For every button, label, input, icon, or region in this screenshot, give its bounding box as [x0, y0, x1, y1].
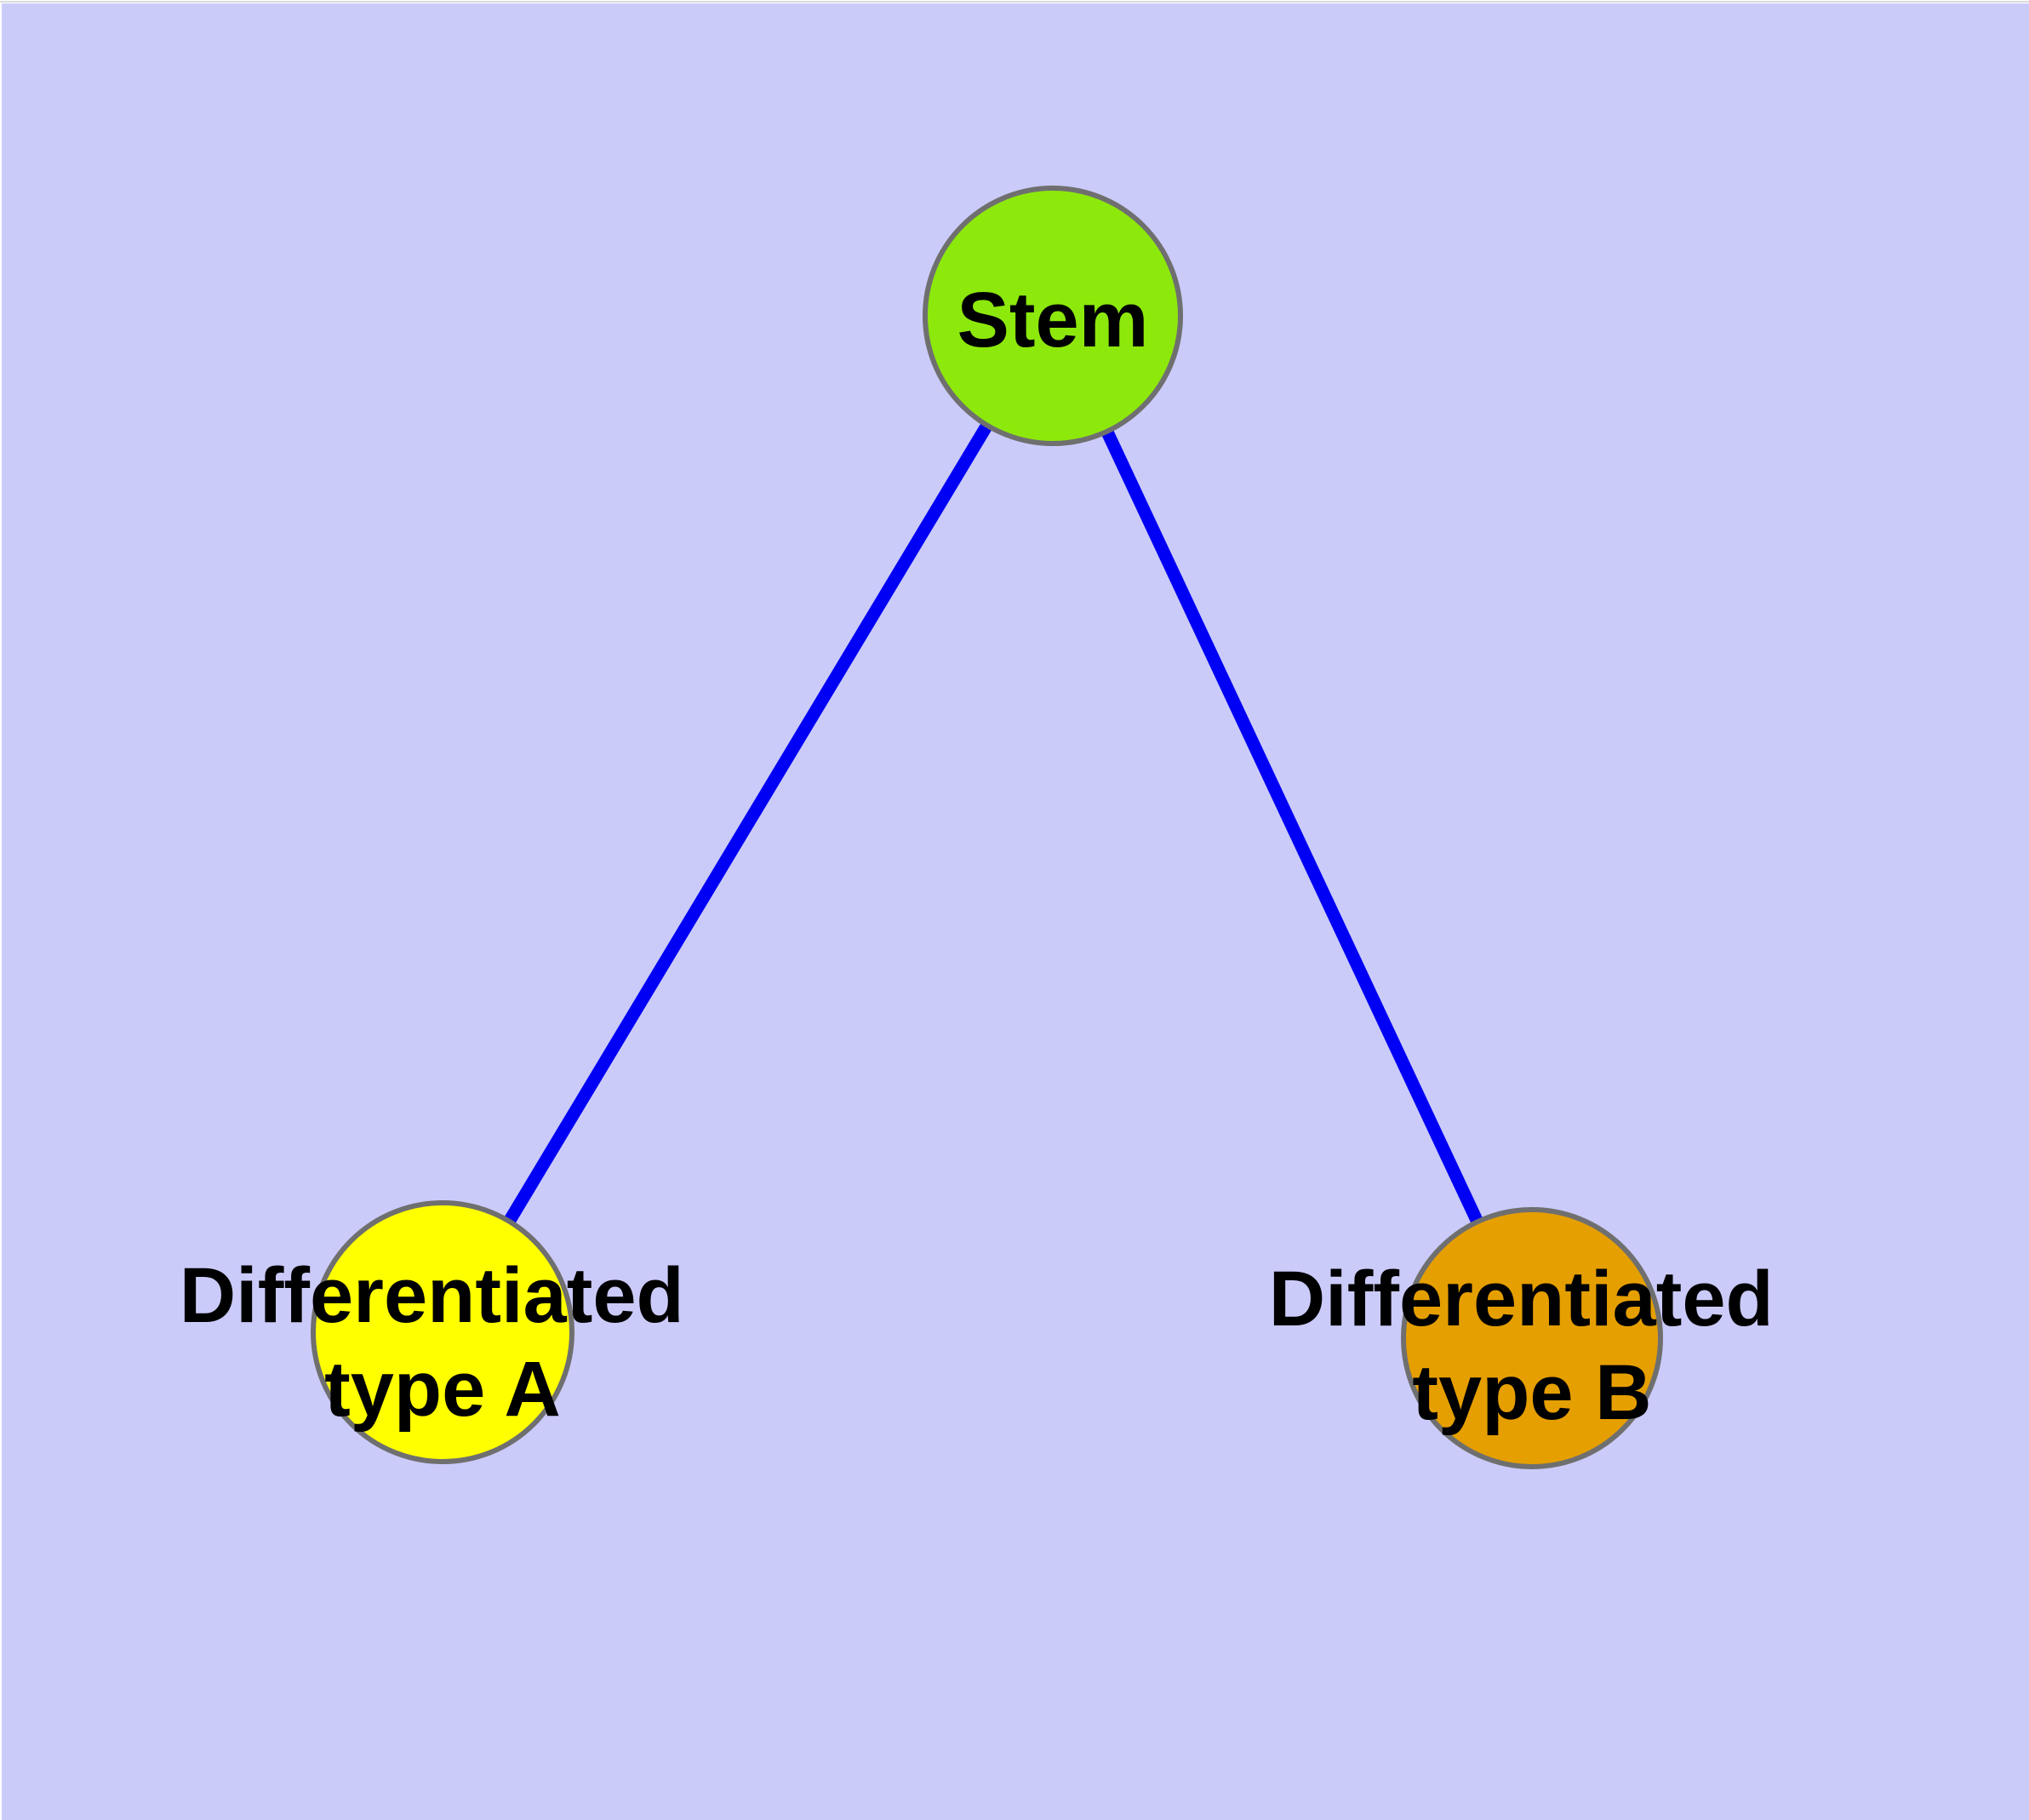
edge-stem-to-type-b — [1047, 312, 1538, 1342]
node-type-b-label-line1: Differentiated — [1269, 1256, 1774, 1342]
node-type-b-label: Differentiated type B — [1269, 1256, 1796, 1436]
node-type-a-label-line1: Differentiated — [180, 1252, 684, 1339]
node-type-b-circle — [1401, 1207, 1663, 1469]
node-stem-circle — [923, 186, 1183, 446]
edge-stem-to-type-a — [437, 312, 1059, 1336]
node-type-b-label-line2: type B — [1412, 1349, 1651, 1436]
node-type-a-label: Differentiated type A — [180, 1252, 706, 1433]
node-type-a-label-line2: type A — [324, 1346, 561, 1433]
node-stem-label: Stem — [957, 277, 1149, 363]
node-type-a-circle — [311, 1200, 574, 1464]
top-hairline — [0, 1, 2029, 3]
